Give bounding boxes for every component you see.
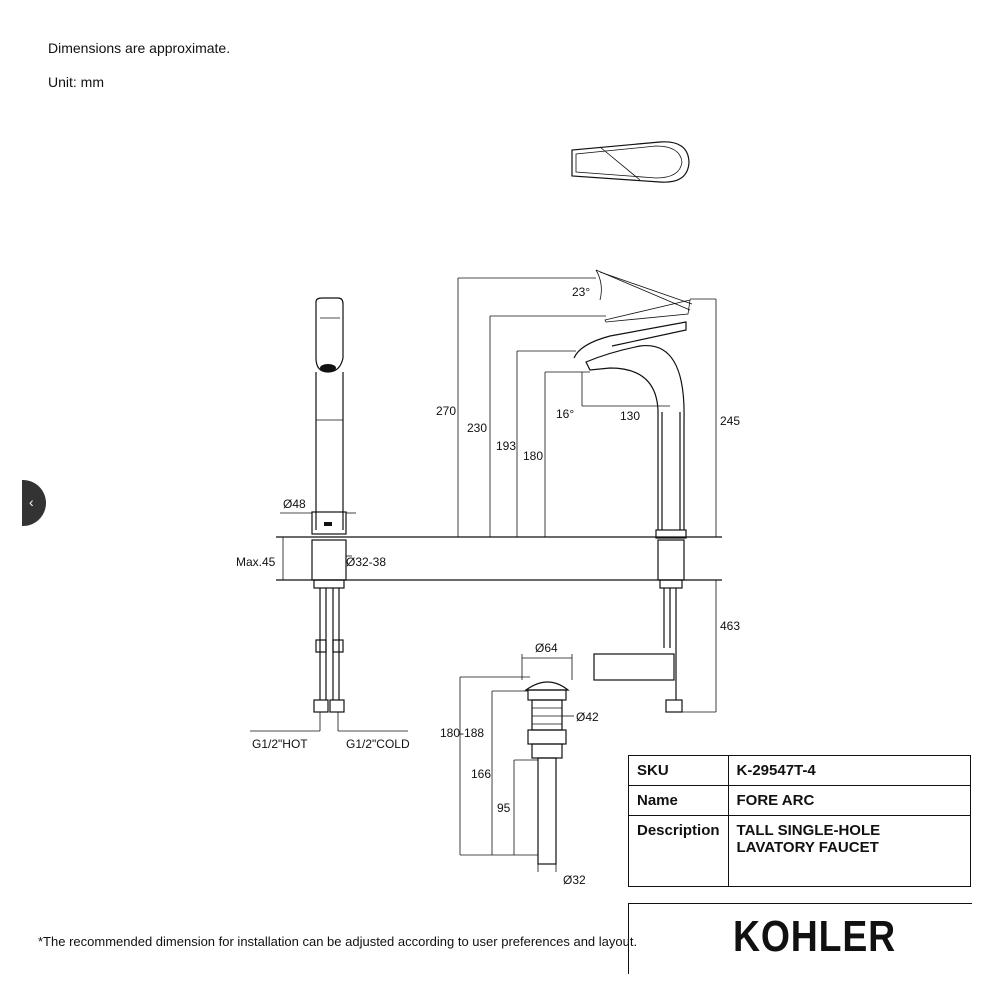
side-dimensions [457,269,717,713]
brand-logo: KOHLER [733,912,897,961]
spec-table: SKU K-29547T-4 Name FORE ARC Description… [628,755,972,887]
label-d32: Ø32 [563,873,586,887]
label-193: 193 [496,439,516,453]
note-approximate: Dimensions are approximate. [48,40,231,56]
note-unit: Unit: mm [48,74,104,90]
label-d48: Ø48 [283,497,306,511]
label-d32-38: Ø32-38 [346,555,386,569]
label-cold: G1/2"COLD [346,737,410,751]
name-value: FORE ARC [727,785,972,816]
drain-assembly [459,654,574,872]
label-180: 180 [523,449,543,463]
top-view-handle [571,141,690,183]
front-view-faucet [280,297,356,713]
label-463: 463 [720,619,740,633]
label-d42: Ø42 [576,710,599,724]
chevron-left-icon: ‹ [29,494,34,510]
label-166: 166 [471,767,491,781]
label-180-188: 180-188 [440,726,484,740]
label-max45: Max.45 [236,555,276,569]
label-270: 270 [436,404,456,418]
description-label: Description [628,815,729,887]
label-hot: G1/2"HOT [252,737,308,751]
footnote: *The recommended dimension for installat… [38,934,638,949]
label-230: 230 [467,421,487,435]
sku-label: SKU [628,755,729,786]
countertop [276,536,722,581]
label-130: 130 [620,409,640,423]
sku-value: K-29547T-4 [727,755,972,786]
spec-row-name: Name FORE ARC [628,785,972,816]
logo-box [628,903,972,974]
spec-row-description: Description TALL SINGLE-HOLE LAVATORY FA… [628,815,972,887]
label-16deg: 16° [556,407,574,421]
name-label: Name [628,785,729,816]
label-95: 95 [497,801,511,815]
label-23deg: 23° [572,285,590,299]
label-245: 245 [720,414,740,428]
description-value: TALL SINGLE-HOLE LAVATORY FAUCET [727,815,972,887]
description-line-1: TALL SINGLE-HOLE [736,822,881,839]
description-line-2: LAVATORY FAUCET [736,839,879,856]
label-d64: Ø64 [535,641,558,655]
side-view-faucet [573,269,693,713]
spec-row-sku: SKU K-29547T-4 [628,755,972,786]
